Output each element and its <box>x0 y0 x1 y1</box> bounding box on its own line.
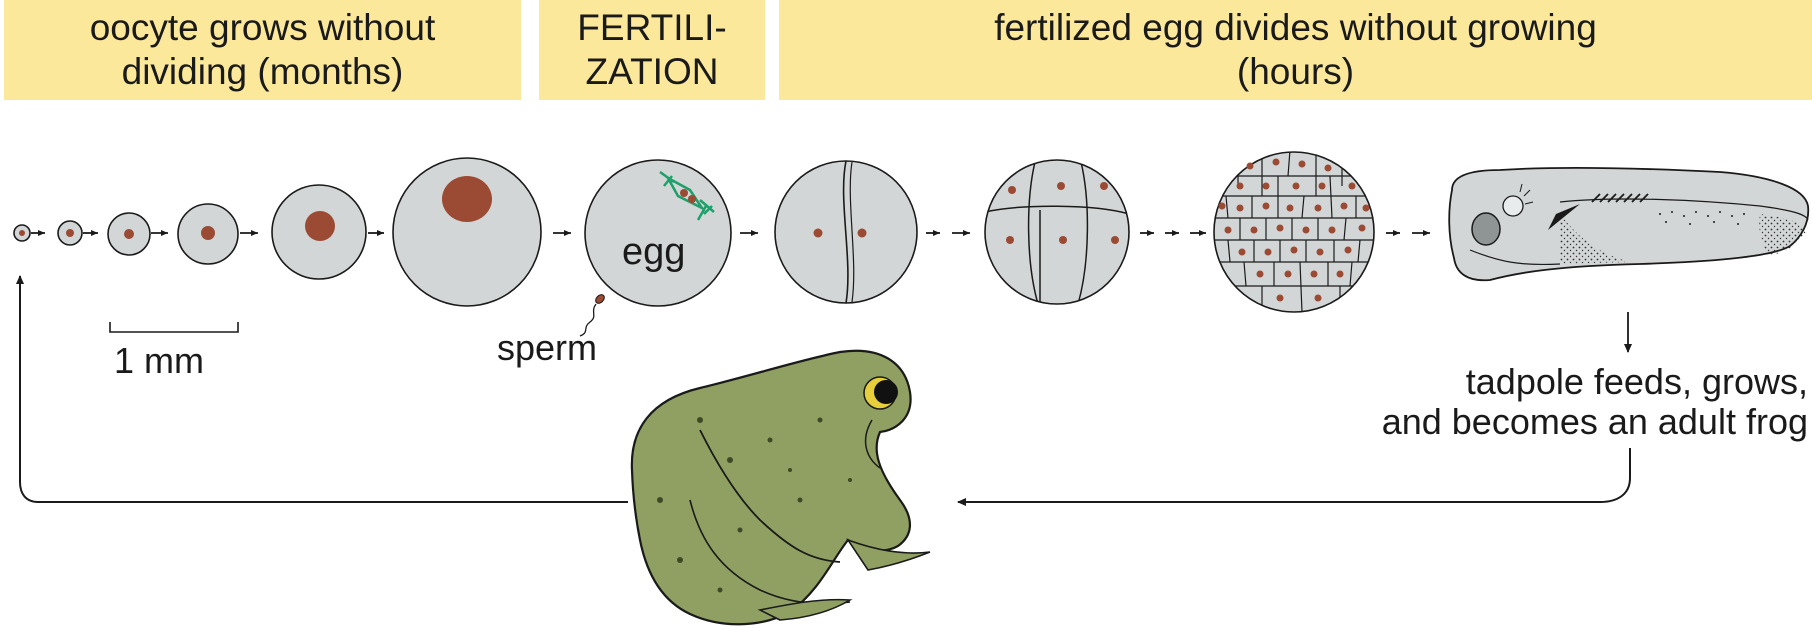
oocyte-stage-6 <box>393 158 541 306</box>
oocyte-stage-4 <box>178 204 238 264</box>
oocyte-stage-1 <box>14 225 30 241</box>
scale-bar-label: 1 mm <box>114 341 204 381</box>
oocyte-stage-2 <box>58 221 82 245</box>
oocyte-stage-5 <box>272 185 366 279</box>
oocyte-growth-series <box>14 158 541 306</box>
tadpole-caption-line1: tadpole feeds, grows, <box>1200 362 1808 402</box>
tadpole-caption-line2: and becomes an adult frog <box>1200 402 1808 442</box>
adult-frog-illustration <box>632 351 930 625</box>
egg-label: egg <box>622 232 685 272</box>
eight-cell-embryo <box>985 160 1129 305</box>
morula-embryo <box>1214 150 1374 312</box>
two-cell-embryo <box>775 161 917 303</box>
tadpole-illustration <box>1449 168 1808 280</box>
sperm-label: sperm <box>497 328 597 368</box>
scale-bar <box>110 322 238 332</box>
oocyte-stage-3 <box>108 213 150 255</box>
